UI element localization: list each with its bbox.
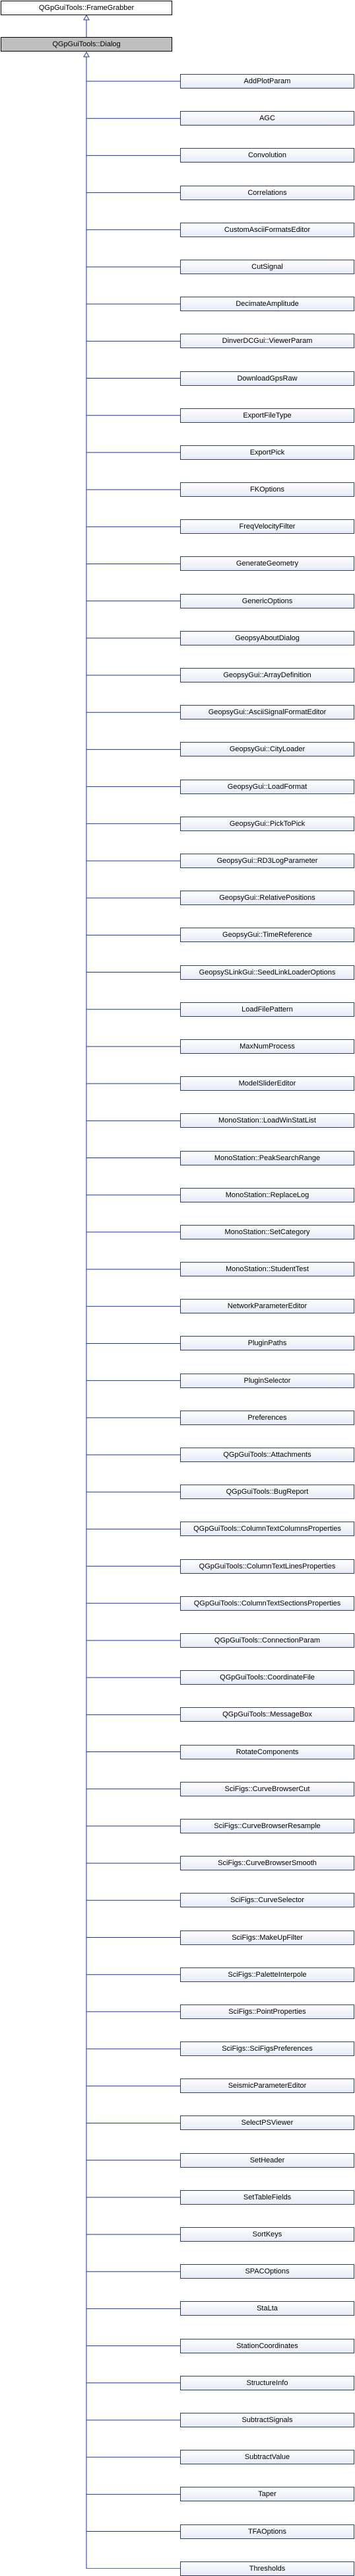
child-class-node[interactable]: SeismicParameterEditor [180, 2079, 354, 2094]
child-class-node[interactable]: GeopsyGui::RelativePositions [180, 891, 354, 906]
child-class-node[interactable]: QGpGuiTools::CoordinateFile [180, 1670, 354, 1685]
child-class-node[interactable]: DownloadGpsRaw [180, 371, 354, 386]
child-class-node[interactable]: MonoStation::PeakSearchRange [180, 1150, 354, 1165]
child-class-node[interactable]: MonoStation::SetCategory [180, 1224, 354, 1239]
child-class-node[interactable]: PluginSelector [180, 1373, 354, 1388]
child-class-node[interactable]: GeopsyGui::ArrayDefinition [180, 668, 354, 683]
child-class-node[interactable]: StationCoordinates [180, 2338, 354, 2353]
child-class-node[interactable]: LoadFilePattern [180, 1002, 354, 1017]
child-class-node[interactable]: RotateComponents [180, 1744, 354, 1759]
child-class-node[interactable]: QGpGuiTools::ConnectionParam [180, 1633, 354, 1648]
child-class-node[interactable]: SciFigs::CurveBrowserCut [180, 1781, 354, 1796]
child-class-node[interactable]: PluginPaths [180, 1336, 354, 1351]
child-class-node[interactable]: SubtractSignals [180, 2412, 354, 2427]
child-class-node[interactable]: ModelSliderEditor [180, 1076, 354, 1091]
child-class-node[interactable]: GeopsyAboutDialog [180, 630, 354, 645]
child-class-node[interactable]: SPACOptions [180, 2264, 354, 2279]
child-class-node[interactable]: MonoStation::StudentTest [180, 1262, 354, 1277]
child-class-node[interactable]: GeopsyGui::PickToPick [180, 816, 354, 831]
child-class-node[interactable]: FreqVelocityFilter [180, 519, 354, 534]
child-class-node[interactable]: NetworkParameterEditor [180, 1299, 354, 1314]
child-class-node[interactable]: GenericOptions [180, 593, 354, 608]
child-class-node[interactable]: DecimateAmplitude [180, 297, 354, 312]
child-class-node[interactable]: MaxNumProcess [180, 1039, 354, 1054]
child-class-node[interactable]: SetHeader [180, 2153, 354, 2168]
child-class-node[interactable]: TFAOptions [180, 2524, 354, 2539]
inheritance-arrowhead [83, 14, 90, 20]
child-class-node[interactable]: SortKeys [180, 2227, 354, 2242]
child-class-node[interactable]: SciFigs::PaletteInterpole [180, 1967, 354, 1982]
child-class-node[interactable]: GeopsyGui::TimeReference [180, 928, 354, 943]
child-class-node[interactable]: SetTableFields [180, 2190, 354, 2205]
child-class-node[interactable]: Convolution [180, 148, 354, 163]
child-class-node[interactable]: SciFigs::SciFigsPreferences [180, 2042, 354, 2057]
child-class-node[interactable]: SciFigs::MakeUpFilter [180, 1930, 354, 1945]
child-class-node[interactable]: SubtractValue [180, 2450, 354, 2465]
child-class-node[interactable]: GeopsyGui::CityLoader [180, 742, 354, 757]
child-class-node[interactable]: Correlations [180, 185, 354, 200]
child-class-node[interactable]: Taper [180, 2487, 354, 2502]
child-class-node[interactable]: DinverDCGui::ViewerParam [180, 334, 354, 349]
child-class-node[interactable]: MonoStation::ReplaceLog [180, 1187, 354, 1202]
child-class-node[interactable]: StructureInfo [180, 2375, 354, 2390]
child-class-node[interactable]: QGpGuiTools::ColumnTextSectionsPropertie… [180, 1596, 354, 1611]
child-class-node[interactable]: GeopsyGui::RD3LogParameter [180, 853, 354, 868]
child-class-node[interactable]: ExportPick [180, 445, 354, 460]
child-class-node[interactable]: AGC [180, 111, 354, 126]
child-class-node[interactable]: QGpGuiTools::MessageBox [180, 1707, 354, 1722]
child-class-node[interactable]: SciFigs::CurveBrowserResample [180, 1818, 354, 1833]
child-class-node[interactable]: SciFigs::CurveSelector [180, 1893, 354, 1908]
child-class-node[interactable]: AddPlotParam [180, 74, 354, 89]
child-class-node[interactable]: SciFigs::PointProperties [180, 2004, 354, 2019]
child-class-node[interactable]: GenerateGeometry [180, 556, 354, 571]
child-class-node[interactable]: QGpGuiTools::ColumnTextLinesProperties [180, 1559, 354, 1574]
child-class-node[interactable]: Preferences [180, 1410, 354, 1425]
child-class-node[interactable]: QGpGuiTools::ColumnTextColumnsProperties [180, 1522, 354, 1537]
child-class-node[interactable]: StaLta [180, 2301, 354, 2316]
child-class-node[interactable]: SciFigs::CurveBrowserSmooth [180, 1856, 354, 1871]
current-class-node: QGpGuiTools::Dialog [1, 37, 172, 52]
child-class-node[interactable]: GeopsySLinkGui::SeedLinkLoaderOptions [180, 965, 354, 980]
child-class-node[interactable]: ExportFileType [180, 408, 354, 423]
child-class-node[interactable]: GeopsyGui::LoadFormat [180, 779, 354, 794]
child-class-node[interactable]: FKOptions [180, 482, 354, 497]
child-class-node[interactable]: CutSignal [180, 259, 354, 274]
child-class-node[interactable]: SelectPSViewer [180, 2116, 354, 2131]
child-class-node[interactable]: QGpGuiTools::Attachments [180, 1448, 354, 1463]
child-class-node[interactable]: GeopsyGui::AsciiSignalFormatEditor [180, 705, 354, 720]
child-class-node[interactable]: MonoStation::LoadWinStatList [180, 1113, 354, 1128]
child-class-node[interactable]: QGpGuiTools::BugReport [180, 1485, 354, 1500]
child-class-node[interactable]: CustomAsciiFormatsEditor [180, 222, 354, 237]
inheritance-arrowhead [83, 51, 90, 57]
